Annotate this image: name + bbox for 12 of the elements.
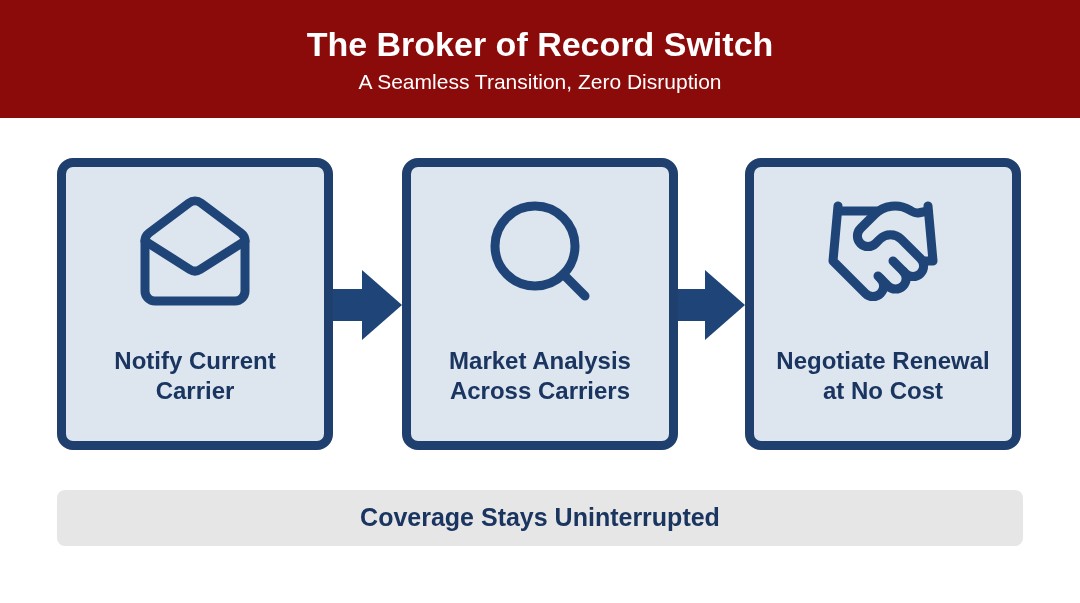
subtitle: A Seamless Transition, Zero Disruption	[358, 69, 722, 96]
step-label: Negotiate Renewal at No Cost	[775, 346, 991, 406]
banner-text: Coverage Stays Uninterrupted	[360, 502, 720, 534]
step-card	[402, 158, 678, 450]
step-card	[57, 158, 333, 450]
arrow	[333, 270, 402, 340]
title: The Broker of Record Switch	[306, 23, 774, 65]
step-label: Notify Current Carrier	[113, 346, 277, 406]
banner	[57, 490, 1023, 546]
step-card	[745, 158, 1021, 450]
arrow	[678, 270, 745, 340]
step-label: Market Analysis Across Carriers	[448, 346, 632, 406]
